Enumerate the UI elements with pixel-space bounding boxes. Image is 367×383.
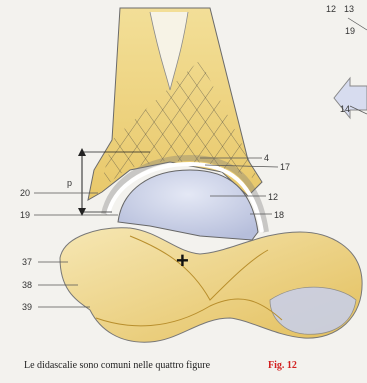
label-17: 17 — [280, 162, 290, 172]
label-18: 18 — [274, 210, 284, 220]
label-12: 12 — [268, 192, 278, 202]
plus-sign: + — [176, 248, 189, 273]
label-37: 37 — [22, 257, 32, 267]
label-top-13: 13 — [344, 4, 354, 14]
figure-caption: Le didascalie sono comuni nelle quattro … — [24, 360, 211, 371]
label-39: 39 — [22, 302, 32, 312]
label-19: 19 — [20, 210, 30, 220]
label-p: p — [67, 178, 72, 188]
label-38: 38 — [22, 280, 32, 290]
label-top-12: 12 — [326, 4, 336, 14]
label-4: 4 — [264, 153, 269, 163]
label-top-19: 19 — [345, 26, 355, 36]
figure-number: Fig. 12 — [268, 360, 297, 371]
label-top-14: 14 — [340, 104, 350, 114]
label-20: 20 — [20, 188, 30, 198]
calcaneus-bone — [60, 228, 362, 342]
